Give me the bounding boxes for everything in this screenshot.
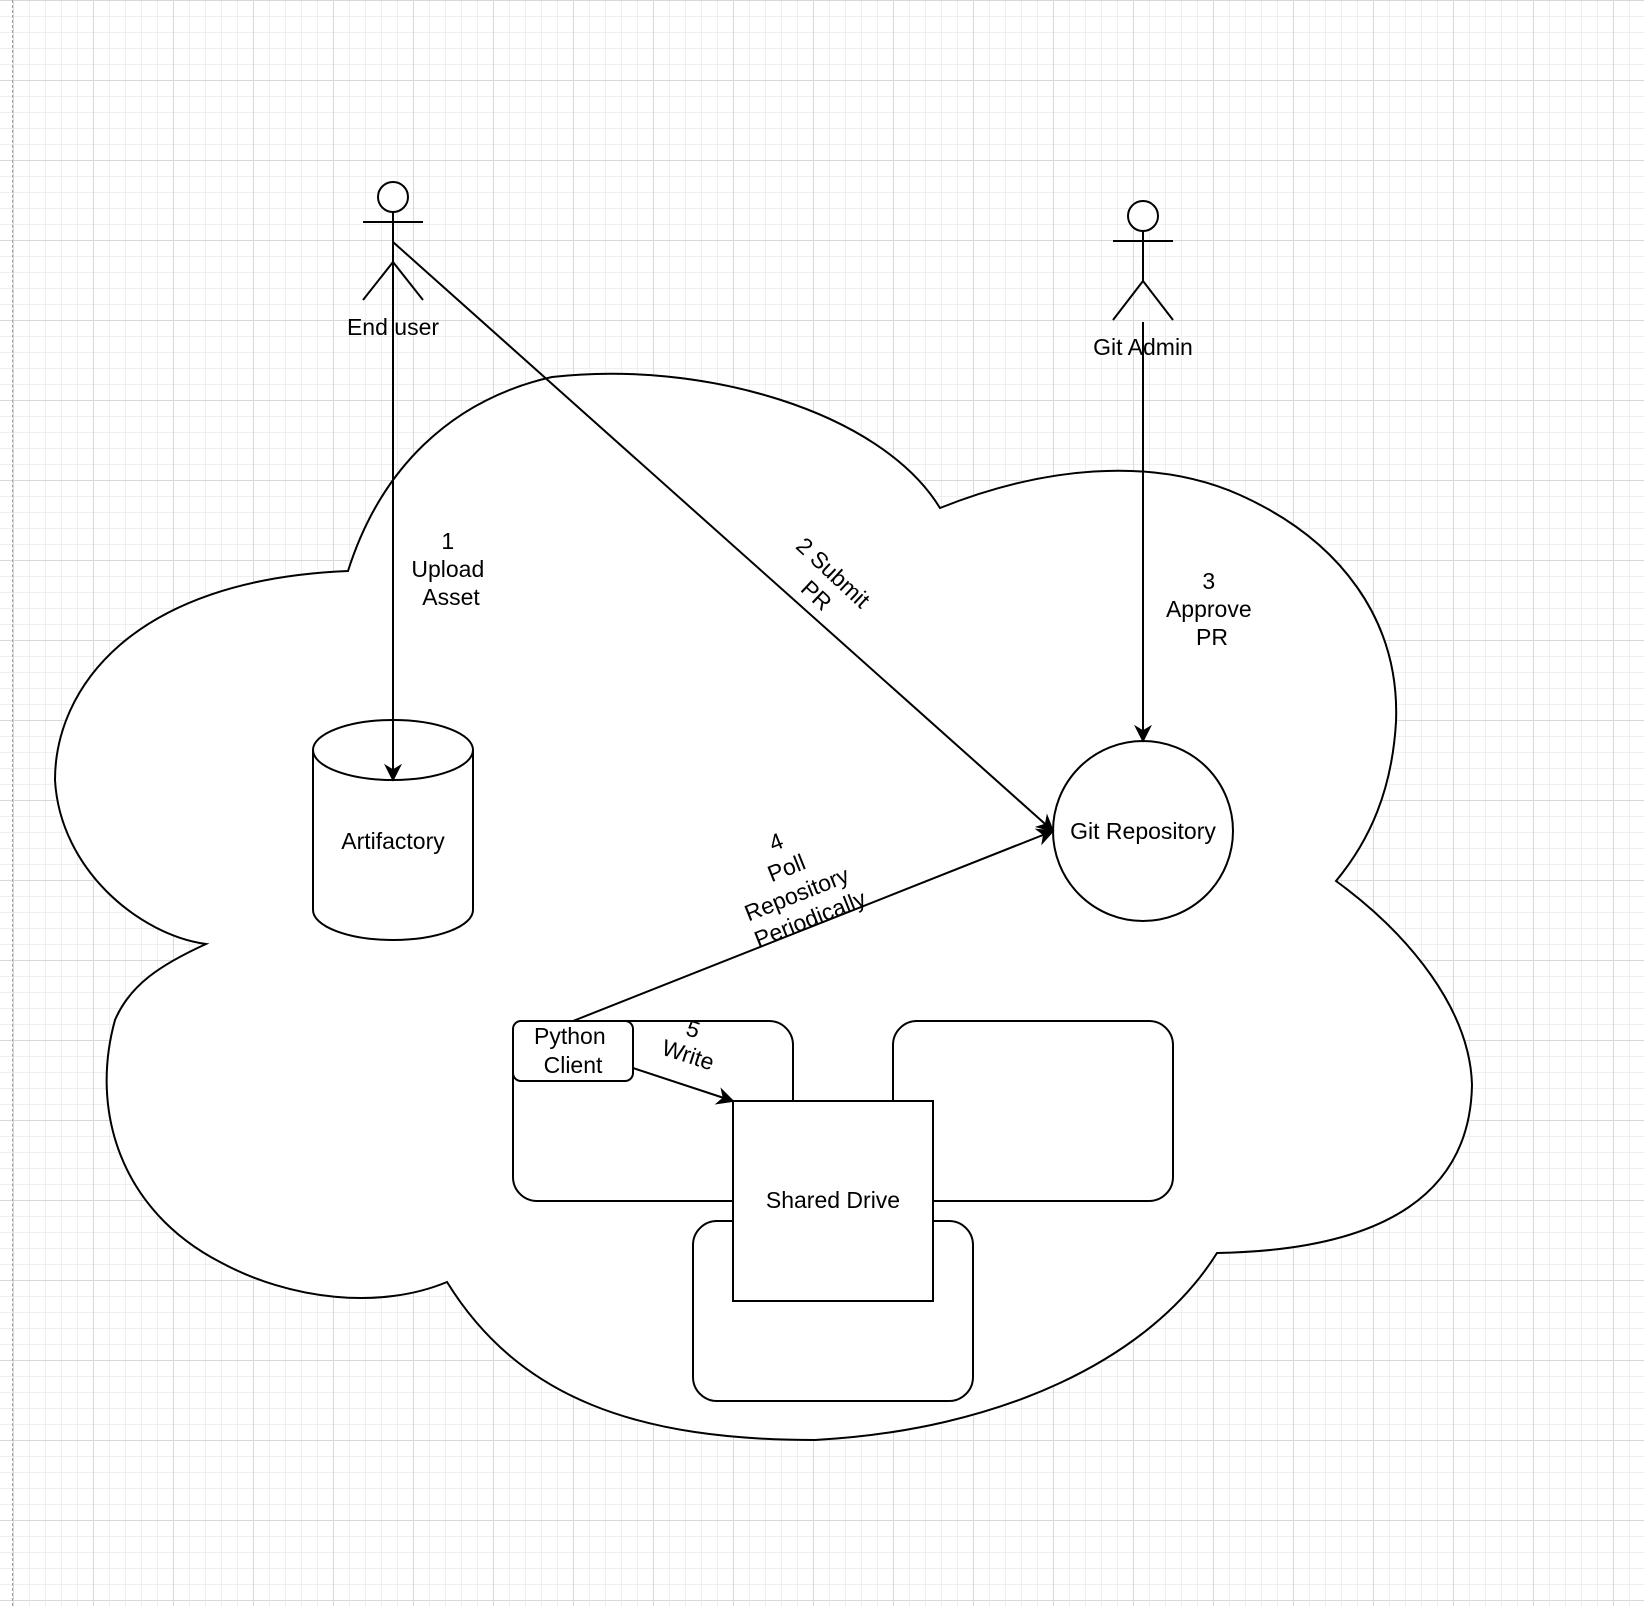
edge-submit-pr[interactable] (392, 241, 1055, 833)
artifactory-node[interactable]: Artifactory (312, 719, 474, 941)
approve-pr-label: 3 Approve PR (1166, 568, 1258, 650)
upload-asset-label: 1 Upload Asset (411, 528, 490, 610)
git-repository-node[interactable]: Git Repository (1052, 740, 1234, 922)
shared-drive-label: Shared Drive (766, 1187, 900, 1213)
shared-drive-node[interactable]: Shared Drive (732, 1100, 934, 1302)
python-client-node[interactable]: Python Client (512, 1020, 634, 1082)
edge-write[interactable] (632, 1067, 735, 1105)
page-boundary-line (12, 0, 13, 1606)
artifactory-label: Artifactory (341, 828, 445, 854)
edge-poll-repository[interactable] (572, 828, 1055, 1022)
git-repository-label: Git Repository (1070, 818, 1216, 844)
container-right[interactable] (892, 1020, 1174, 1202)
python-client-label: Python Client (534, 1023, 612, 1078)
